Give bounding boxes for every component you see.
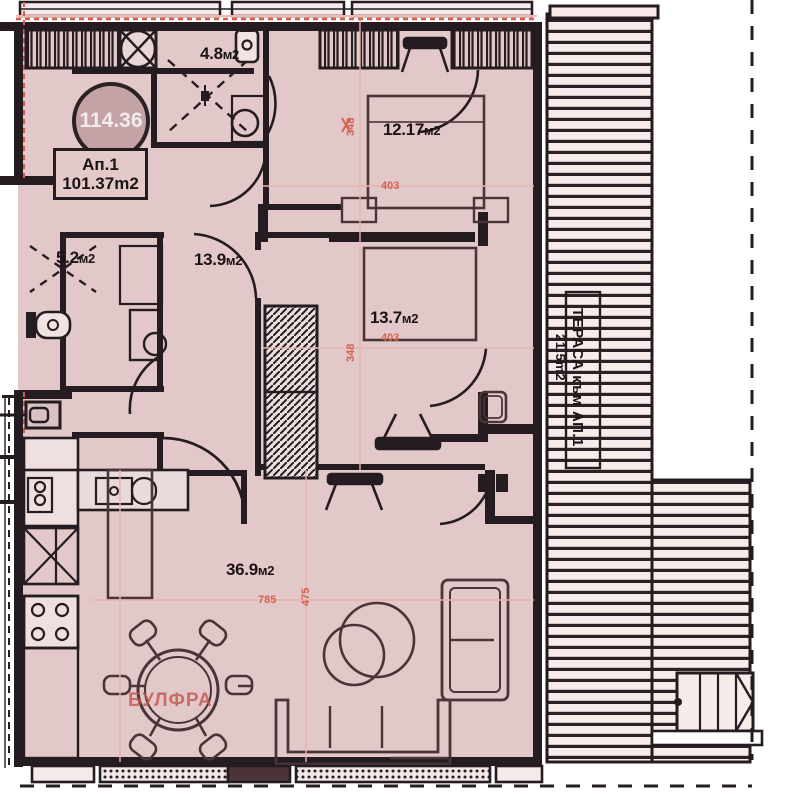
interior-walls	[60, 28, 533, 524]
dimension-guides	[92, 20, 534, 762]
room-area-value: 13.9	[194, 250, 226, 269]
wardrobe-top-left	[24, 28, 158, 70]
terrace-area	[545, 4, 752, 764]
apartment-label-box: Ап.1 101.37m2	[53, 148, 148, 200]
room-area-unit: м2	[78, 251, 96, 266]
top-dimension-line	[16, 15, 537, 21]
bedroom-south-furniture	[263, 246, 508, 511]
room-label-bathroom-upper: 4.8м2	[200, 44, 239, 64]
left-exterior-hatch	[0, 22, 14, 768]
room-area-value: 13.7	[370, 308, 402, 327]
total-area-value: 114.36	[79, 109, 143, 132]
room-area-value: 36.9	[226, 560, 258, 579]
room-area-unit: м2	[257, 563, 275, 578]
dimension-living-depth: 475	[300, 587, 312, 606]
apartment-number: Ап.1	[82, 154, 119, 174]
room-label-living-kitchen: 36.9м2	[226, 560, 274, 580]
room-label-bathroom-west: 5.2м2	[56, 248, 95, 268]
dimension-bedroom-north-width: 403	[381, 180, 400, 192]
bathroom-west-fixtures	[26, 244, 168, 362]
property-boundary	[20, 0, 754, 788]
dimension-bedroom-south-width: 403	[381, 332, 400, 344]
terrace-name: ТЕРАСА към АП.1	[569, 308, 586, 447]
exterior-walls	[14, 22, 542, 767]
terrace-area-label: 21.5m2	[553, 334, 568, 381]
room-label-hallway: 13.9м2	[194, 250, 242, 270]
apartment-area: 101.37m2	[62, 174, 139, 193]
room-label-bedroom-north: 12.17м2	[383, 120, 441, 140]
room-area-unit: м2	[222, 47, 240, 62]
top-window-band	[18, 0, 534, 18]
dimension-bedroom-south-depth: 348	[345, 343, 357, 362]
dimension-living-width: 785	[258, 594, 277, 606]
terrace-label-frame	[564, 290, 602, 470]
dimension-bedroom-north-depth: 348	[345, 117, 357, 136]
room-area-value: 5.2	[56, 248, 79, 267]
bedroom-north-furniture	[318, 28, 534, 224]
watermark-text: БУЛФРА	[128, 690, 213, 711]
room-area-unit: м2	[401, 311, 419, 326]
stairs	[650, 671, 764, 747]
kitchen-fixtures	[0, 400, 190, 760]
terrace-area: 21.5m2	[553, 334, 568, 382]
room-area-value: 12.17	[383, 120, 425, 139]
room-area-unit: м2	[424, 123, 441, 138]
living-room-furniture	[102, 474, 510, 766]
bottom-window-band	[30, 764, 544, 784]
room-label-bedroom-south: 13.7м2	[370, 308, 418, 328]
terrace-label: ТЕРАСА към АП.1	[569, 308, 586, 447]
bathroom-upper-fixtures	[167, 26, 277, 144]
room-area-value: 4.8	[200, 44, 223, 63]
total-area-badge: 114.36	[72, 82, 150, 160]
room-area-unit: м2	[225, 253, 243, 268]
door-swings	[77, 69, 494, 526]
